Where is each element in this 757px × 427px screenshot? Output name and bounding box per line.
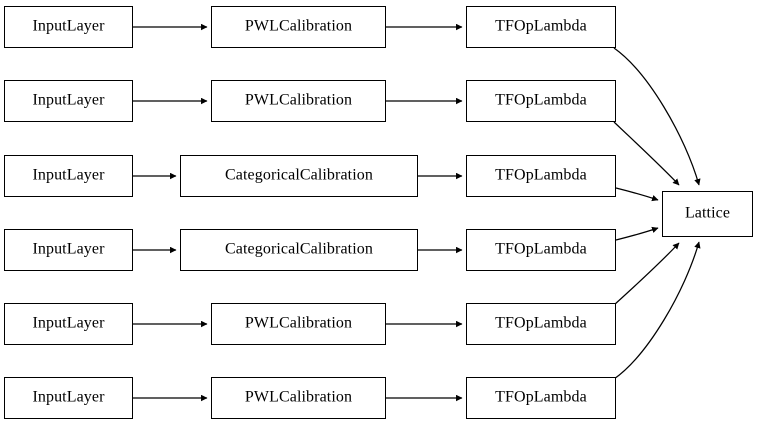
edge-op-to-lattice-5 — [613, 242, 680, 306]
node-input-layer-2[interactable]: InputLayer — [4, 80, 133, 122]
edge-op-to-lattice-4 — [615, 226, 659, 241]
edge-op-to-lattice-3 — [615, 187, 659, 202]
node-tfoplambda-3[interactable]: TFOpLambda — [466, 155, 616, 197]
node-pwl-calibration-6[interactable]: PWLCalibration — [211, 377, 386, 419]
node-label: PWLCalibration — [244, 91, 353, 109]
node-label: TFOpLambda — [495, 388, 587, 406]
node-label: Lattice — [684, 204, 731, 222]
node-lattice[interactable]: Lattice — [662, 191, 753, 237]
node-label: TFOpLambda — [495, 91, 587, 109]
node-tfoplambda-4[interactable]: TFOpLambda — [466, 229, 616, 271]
node-label: TFOpLambda — [495, 240, 587, 258]
node-label: TFOpLambda — [495, 17, 587, 35]
node-tfoplambda-6[interactable]: TFOpLambda — [466, 377, 616, 419]
node-label: TFOpLambda — [495, 314, 587, 332]
node-input-layer-1[interactable]: InputLayer — [4, 6, 133, 48]
node-input-layer-5[interactable]: InputLayer — [4, 303, 133, 345]
node-tfoplambda-2[interactable]: TFOpLambda — [466, 80, 616, 122]
node-label: InputLayer — [32, 91, 105, 109]
node-input-layer-3[interactable]: InputLayer — [4, 155, 133, 197]
edge-op-to-lattice-2 — [613, 121, 680, 186]
node-pwl-calibration-5[interactable]: PWLCalibration — [211, 303, 386, 345]
node-input-layer-4[interactable]: InputLayer — [4, 229, 133, 271]
node-label: TFOpLambda — [495, 166, 587, 184]
node-label: PWLCalibration — [244, 388, 353, 406]
node-categorical-calibration-4[interactable]: CategoricalCalibration — [180, 229, 418, 271]
node-label: InputLayer — [32, 17, 105, 35]
node-label: InputLayer — [32, 314, 105, 332]
node-label: PWLCalibration — [244, 314, 353, 332]
node-categorical-calibration-3[interactable]: CategoricalCalibration — [180, 155, 418, 197]
node-label: InputLayer — [32, 166, 105, 184]
node-pwl-calibration-2[interactable]: PWLCalibration — [211, 80, 386, 122]
node-label: CategoricalCalibration — [225, 166, 373, 184]
node-label: InputLayer — [32, 240, 105, 258]
edge-op-to-lattice-6 — [613, 241, 701, 380]
edge-op-to-lattice-1 — [613, 47, 701, 186]
node-label: PWLCalibration — [244, 17, 353, 35]
node-tfoplambda-5[interactable]: TFOpLambda — [466, 303, 616, 345]
node-input-layer-6[interactable]: InputLayer — [4, 377, 133, 419]
node-tfoplambda-1[interactable]: TFOpLambda — [466, 6, 616, 48]
node-label: CategoricalCalibration — [225, 240, 373, 258]
node-pwl-calibration-1[interactable]: PWLCalibration — [211, 6, 386, 48]
node-label: InputLayer — [32, 388, 105, 406]
